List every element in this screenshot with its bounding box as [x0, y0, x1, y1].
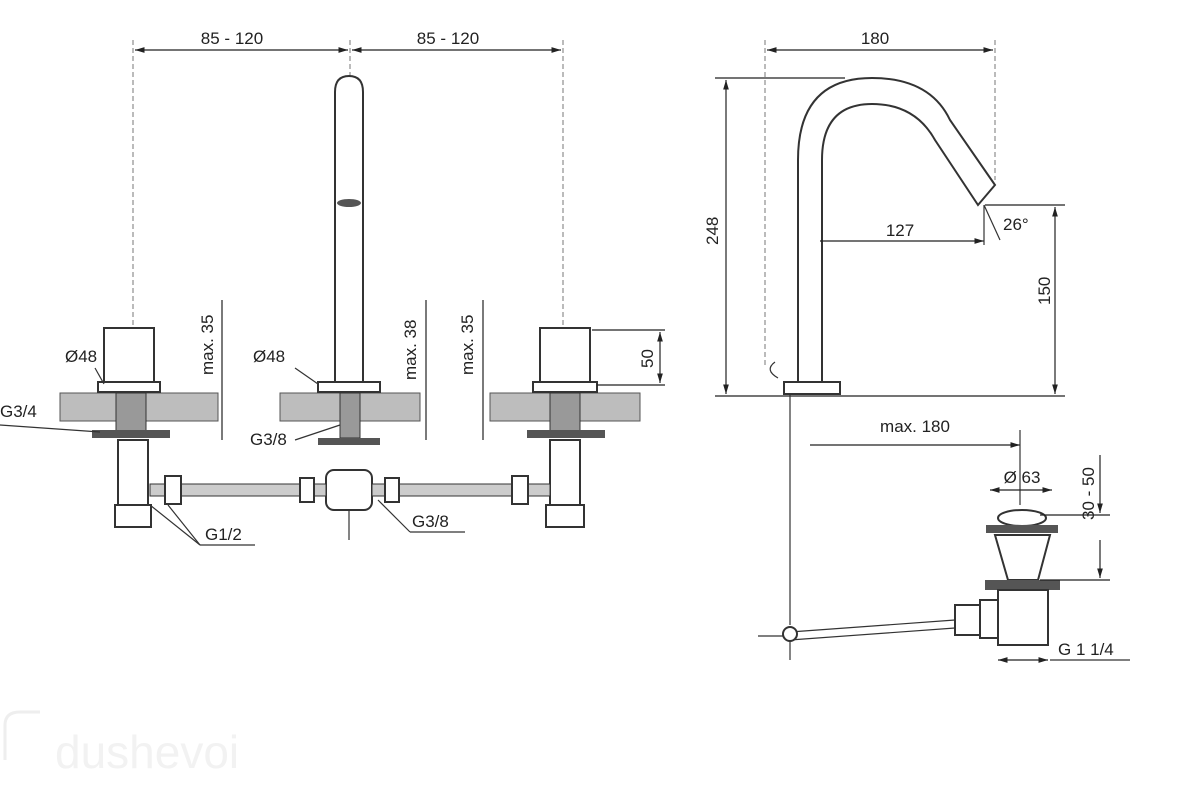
handle-height: 50 — [638, 349, 657, 368]
outlet-height: 150 — [1035, 277, 1054, 305]
spout-angle: 26° — [1003, 215, 1029, 234]
waste-thread: G 1 1/4 — [1058, 640, 1114, 659]
waste-height: 30 - 50 — [1079, 467, 1098, 520]
hose-thread: G3/8 — [412, 512, 449, 531]
right-max-thickness: max. 35 — [458, 315, 477, 375]
left-handle-thread: G3/4 — [0, 402, 37, 421]
front-view-three-hole-mixer: 85 - 120 85 - 120 — [0, 29, 665, 546]
left-max-thickness: max. 35 — [198, 315, 217, 375]
left-handle-diameter: Ø48 — [65, 347, 97, 366]
spout-reach: 127 — [886, 221, 914, 240]
dim-left-spacing: 85 - 120 — [201, 29, 263, 48]
spout-reach-total: 180 — [861, 29, 889, 48]
max-distance: max. 180 — [880, 417, 950, 436]
spout-thread: G3/8 — [250, 430, 287, 449]
spout-diameter: Ø48 — [253, 347, 285, 366]
total-height: 248 — [703, 217, 722, 245]
side-view-spout-and-waste: 180 248 127 26° 150 max. 180 Ø 63 — [703, 29, 1130, 663]
dim-right-spacing: 85 - 120 — [417, 29, 479, 48]
waste-diameter: Ø 63 — [1004, 468, 1041, 487]
watermark-logo: dushevoi — [3, 710, 239, 778]
spout-max-thickness: max. 38 — [401, 320, 420, 380]
svg-text:dushevoi: dushevoi — [55, 726, 239, 778]
connection-thread: G1/2 — [205, 525, 242, 544]
